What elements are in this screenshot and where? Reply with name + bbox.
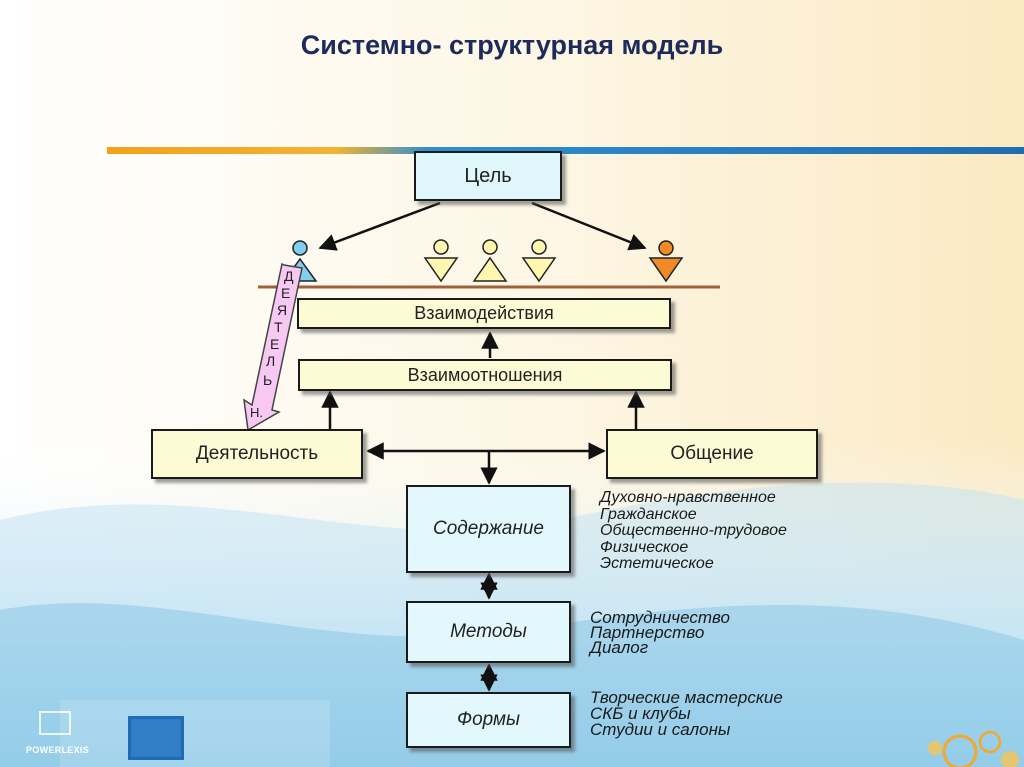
figure-group-3 <box>521 239 557 283</box>
forms-list-item: СКБ и клубы <box>590 704 691 723</box>
forms-list-item: Студии и салоны <box>590 720 731 739</box>
goal-right-arrow <box>531 201 647 251</box>
activity-box: Деятельность <box>151 429 363 479</box>
vertical-letter: Д <box>284 268 294 284</box>
figure-group-1 <box>423 239 459 283</box>
goal-box: Цель <box>414 151 562 201</box>
vertical-letter: Т <box>274 319 283 335</box>
goal-left-arrow <box>318 201 441 251</box>
content-list-item: Духовно-нравственное <box>600 489 776 506</box>
content-box: Содержание <box>406 485 571 573</box>
vertical-letter: Е <box>281 285 291 301</box>
content-list-item: Эстетическое <box>600 555 714 572</box>
content-list-item: Гражданское <box>600 505 697 523</box>
content-list-item: Общественно-трудовое <box>600 522 787 539</box>
methods-box: Методы <box>406 601 571 663</box>
vertical-letter: Е <box>270 336 280 352</box>
methods-list-item: Сотрудничество <box>590 608 730 627</box>
vertical-letter: Я <box>277 302 288 318</box>
content-list: Духовно-нравственное Гражданское Обществ… <box>600 489 787 573</box>
page-title: Системно- структурная модель <box>300 30 724 60</box>
vertical-letter: Ь <box>263 372 273 388</box>
vertical-letter: Н. <box>250 405 263 420</box>
figure-right-orange <box>648 240 684 283</box>
forms-box: Формы <box>406 692 571 748</box>
logo: POWERLEXIS <box>26 745 90 755</box>
content-list-item: Физическое <box>600 538 689 556</box>
forms-list-item: Творческие мастерские <box>590 688 783 707</box>
methods-list-item: Партнерство <box>590 623 705 642</box>
relations-box: Взаимоотношения <box>298 359 672 391</box>
communication-box: Общение <box>606 429 818 479</box>
interactions-box: Взаимодействия <box>297 298 671 329</box>
forms-list: Творческие мастерские СКБ и клубы Студии… <box>590 688 783 739</box>
figure-group-2 <box>472 239 508 282</box>
vertical-letter: Л <box>266 353 276 369</box>
methods-list: Сотрудничество Партнерство Диалог <box>590 608 730 657</box>
methods-list-item: Диалог <box>590 638 649 657</box>
